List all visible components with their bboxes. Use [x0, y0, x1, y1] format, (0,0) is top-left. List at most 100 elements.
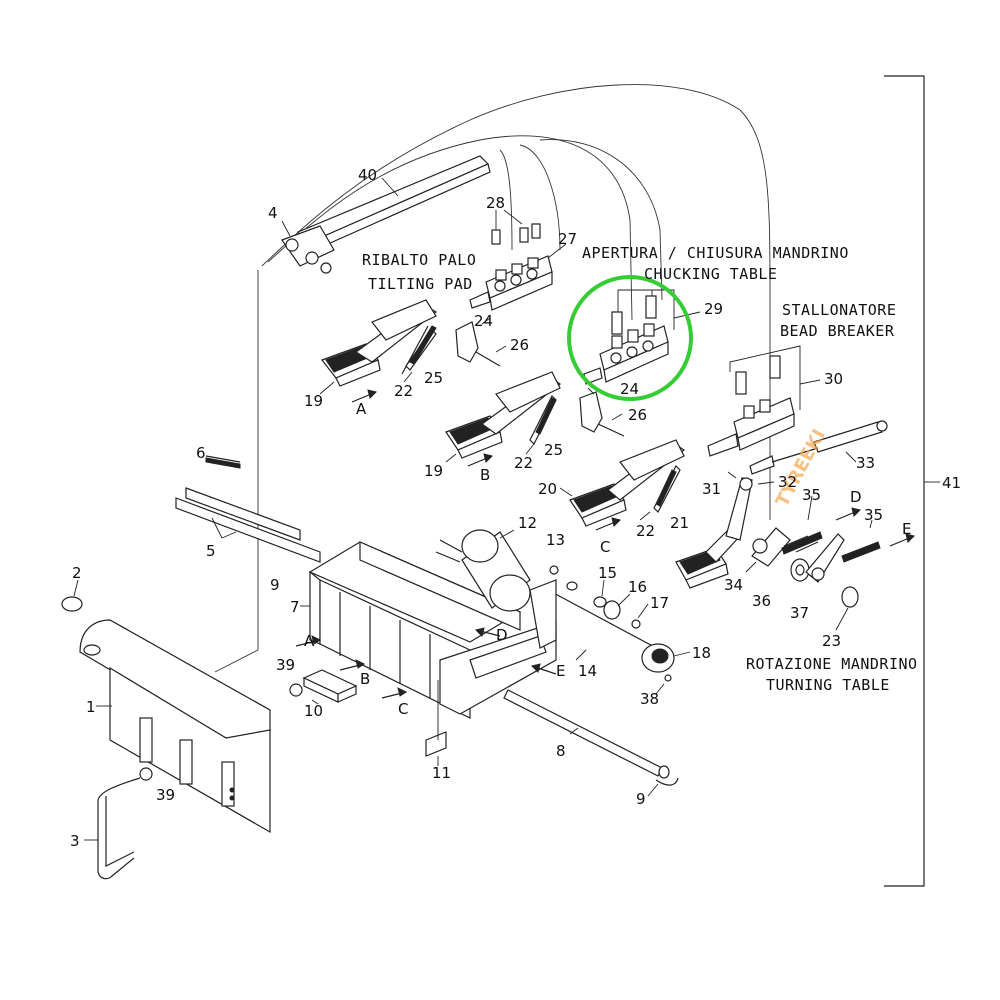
callout-7: 7	[290, 598, 300, 616]
callout-24-mid: 24	[620, 380, 639, 398]
valve-block-27	[469, 209, 567, 311]
callout-40: 40	[358, 166, 377, 184]
caption-tilting: TILTING PAD	[368, 275, 473, 293]
callout-6: 6	[196, 444, 206, 462]
valve-block-30	[707, 345, 821, 475]
spring-22-c	[655, 469, 677, 507]
arrow-letters: A B C D E A B C D E	[304, 400, 911, 718]
block-11	[425, 680, 447, 766]
callout-24-top: 24	[474, 312, 493, 330]
callout-33: 33	[856, 454, 875, 472]
arrow-label-c-top: C	[600, 538, 610, 556]
arrow-label-e-low: E	[556, 662, 565, 680]
callout-19-top: 19	[304, 392, 323, 410]
callout-9-a: 9	[270, 576, 280, 594]
callout-18: 18	[692, 644, 711, 662]
callout-13: 13	[546, 531, 565, 549]
callout-39-a: 39	[276, 656, 295, 674]
callout-38: 38	[640, 690, 659, 708]
caption-apertura: APERTURA / CHIUSURA MANDRINO	[582, 244, 849, 262]
knob-2	[61, 579, 83, 612]
cam-34	[745, 527, 791, 573]
callout-35-b: 35	[864, 506, 883, 524]
highlight-circle	[567, 275, 693, 401]
callout-23: 23	[822, 632, 841, 650]
caption-turning: TURNING TABLE	[766, 676, 890, 694]
callout-26-top: 26	[510, 336, 529, 354]
callout-34: 34	[724, 576, 743, 594]
caption-ribalto: RIBALTO PALO	[362, 251, 476, 269]
pneumatic-hoses	[214, 84, 771, 673]
rods-5	[175, 455, 321, 563]
arrow-label-b-top: B	[480, 466, 490, 484]
spring-22-a	[409, 325, 437, 365]
direction-arrows	[295, 389, 915, 699]
callout-41: 41	[942, 474, 961, 492]
callout-15: 15	[598, 564, 617, 582]
callout-14: 14	[578, 662, 597, 680]
frame-7	[300, 541, 557, 719]
nut-39	[139, 683, 303, 781]
rod-40	[281, 155, 491, 274]
callout-20: 20	[538, 480, 557, 498]
callout-22-low: 22	[636, 522, 655, 540]
callout-29: 29	[704, 300, 723, 318]
watermark: TYREEKI	[772, 426, 830, 510]
caption-chucking: CHUCKING TABLE	[644, 265, 777, 283]
callout-36: 36	[752, 592, 771, 610]
handle-3	[84, 777, 141, 880]
callout-1: 1	[86, 698, 96, 716]
arrow-label-d-top: D	[850, 488, 862, 506]
callout-3: 3	[70, 832, 80, 850]
washer-36	[790, 558, 810, 582]
callout-30: 30	[824, 370, 843, 388]
callout-39-b: 39	[156, 786, 175, 804]
callout-5: 5	[206, 542, 216, 560]
spring-35a	[781, 495, 823, 555]
shaft-14	[529, 565, 661, 661]
callout-26-mid: 26	[628, 406, 647, 424]
pedal-21	[675, 471, 775, 589]
callout-22-mid: 22	[514, 454, 533, 472]
arrow-label-e-top: E	[902, 520, 911, 538]
callout-19-mid: 19	[424, 462, 443, 480]
arrow-label-d-low: D	[496, 626, 508, 644]
arrow-label-a-top: A	[356, 400, 367, 418]
shaft-8	[503, 689, 679, 797]
block-10	[302, 669, 358, 705]
callout-37: 37	[790, 604, 809, 622]
callout-32: 32	[778, 473, 797, 491]
callout-4: 4	[268, 204, 278, 222]
motor-12	[435, 529, 531, 612]
callout-35-a: 35	[802, 486, 821, 504]
callout-25-mid: 25	[544, 441, 563, 459]
callout-17: 17	[650, 594, 669, 612]
callout-28: 28	[486, 194, 505, 212]
wheel-18	[641, 643, 691, 695]
bracket-41	[884, 75, 940, 887]
callout-12: 12	[518, 514, 537, 532]
callout-31: 31	[702, 480, 721, 498]
pedal-20	[559, 439, 686, 527]
callout-27: 27	[558, 230, 577, 248]
callout-8: 8	[556, 742, 566, 760]
spring-35b	[841, 519, 881, 563]
callout-10: 10	[304, 702, 323, 720]
callout-16: 16	[628, 578, 647, 596]
ring-23	[835, 586, 859, 631]
arrow-label-c-low: C	[398, 700, 408, 718]
cover-plate-1	[79, 619, 271, 834]
valve-block-29	[583, 289, 701, 385]
callout-21: 21	[670, 514, 689, 532]
arrow-label-a-low: A	[304, 632, 315, 650]
caption-bead: BEAD BREAKER	[780, 322, 895, 340]
callout-2: 2	[72, 564, 82, 582]
plate-37	[805, 533, 845, 583]
callout-9-b: 9	[636, 790, 646, 808]
spring-22-b	[535, 397, 557, 435]
callout-25-top: 25	[424, 369, 443, 387]
arrow-label-b-low: B	[360, 670, 370, 688]
part-callouts: 40 4 28 27 29 30 24 26 25 22 19 24 26 25…	[70, 166, 961, 850]
callout-22-top: 22	[394, 382, 413, 400]
